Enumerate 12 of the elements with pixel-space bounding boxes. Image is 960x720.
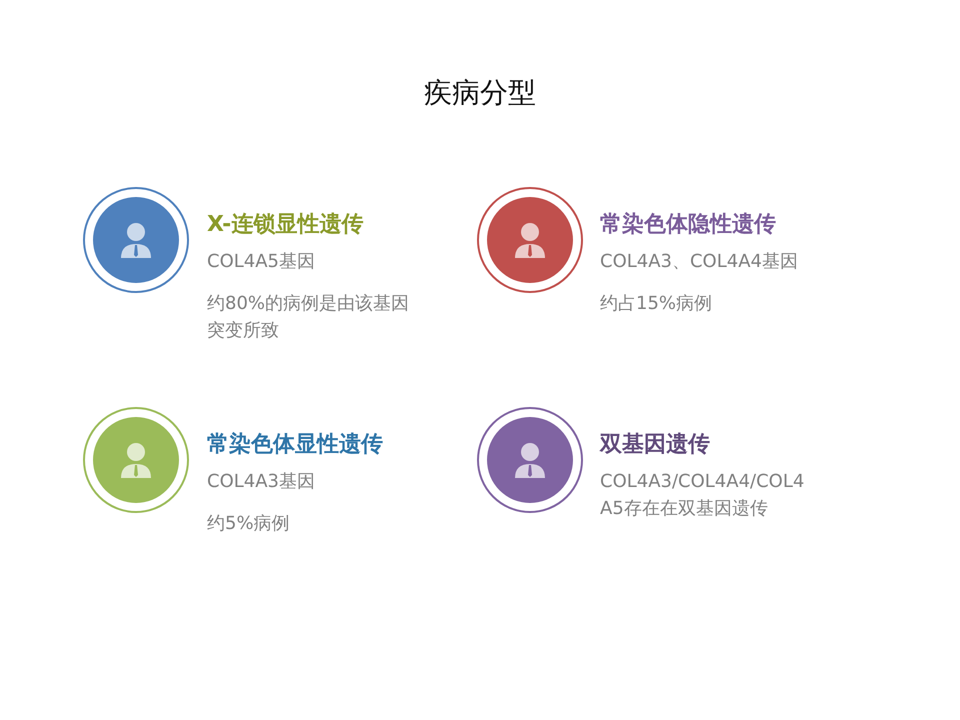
item-description: COL4A3基因 (207, 470, 316, 494)
item-heading: 双基因遗传 (600, 431, 711, 459)
item-description: 约占15%病例 (600, 292, 714, 316)
item-description: 约5%病例 (207, 512, 291, 536)
item-heading: 常染色体显性遗传 (207, 431, 384, 459)
item-heading: 常染色体隐性遗传 (600, 211, 777, 239)
item-description: COL4A5基因 (207, 250, 316, 274)
item-description: COL4A3/COL4A4/COL4A5存在在双基因遗传 (600, 470, 806, 521)
slide-title: 疾病分型 (423, 75, 537, 111)
item-heading: X-连锁显性遗传 (207, 211, 364, 239)
item-description: 约80%的病例是由该基因突变所致 (207, 292, 410, 343)
item-description: COL4A3、COL4A4基因 (600, 250, 799, 274)
